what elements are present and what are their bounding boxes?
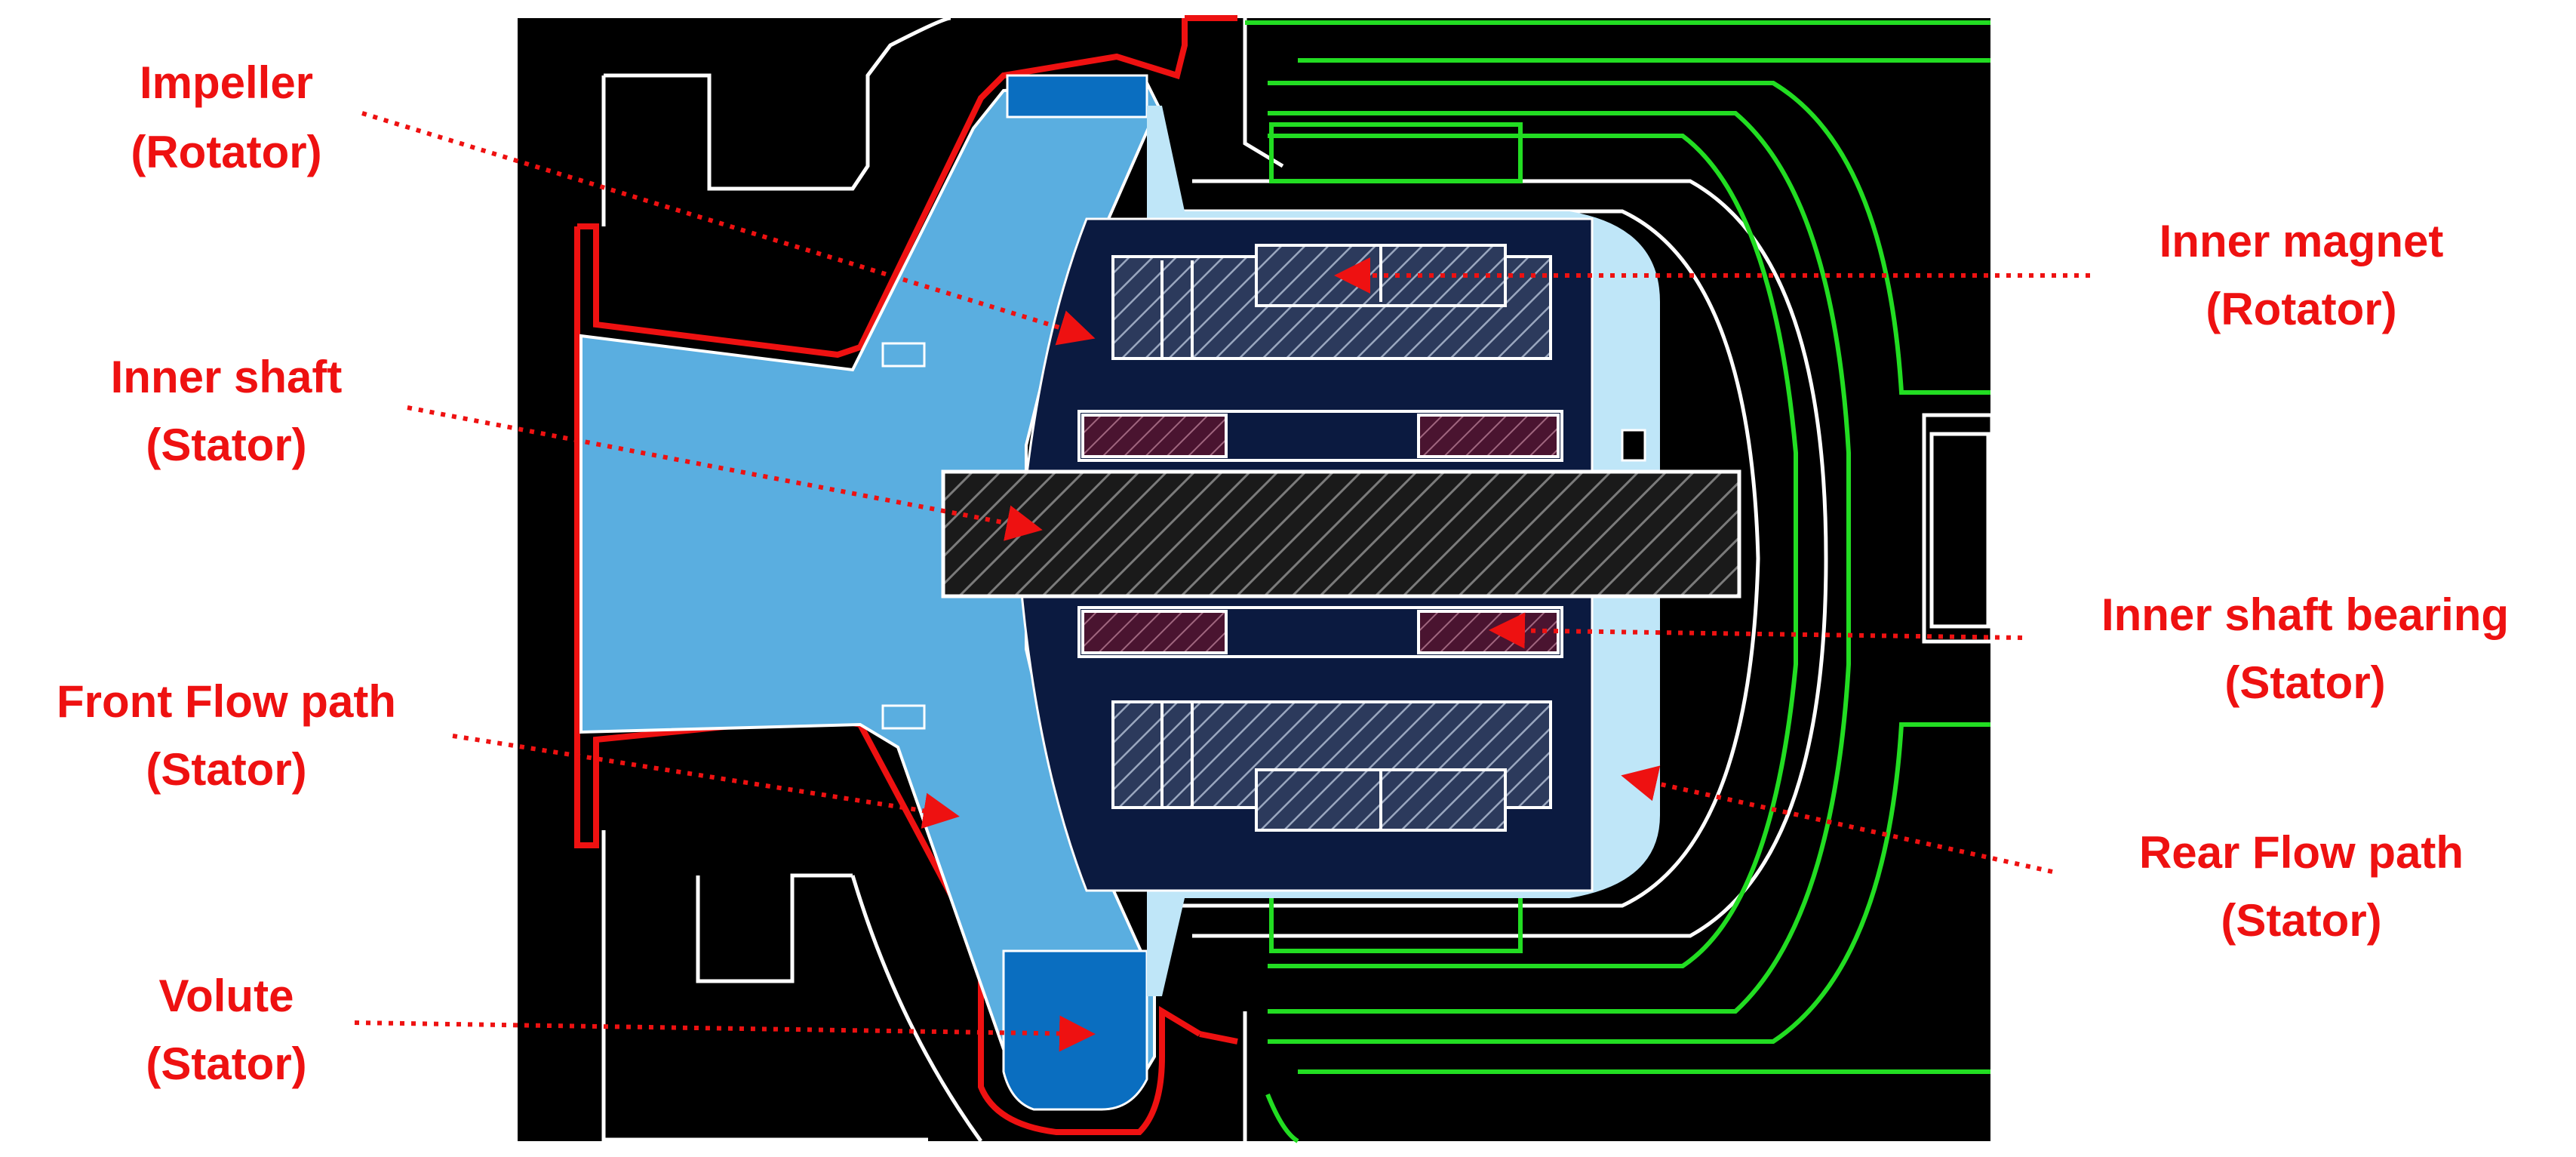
label-front-flow: Front Flow path [57, 676, 396, 727]
leader-volute [354, 1015, 1096, 1052]
label-volute: Volute [159, 971, 294, 1021]
housing-outline [601, 16, 1994, 1143]
inner-magnet-upper [1111, 244, 1552, 360]
label-rear-flow-sub: (Stator) [2221, 895, 2381, 946]
label-impeller-sub: (Rotator) [131, 127, 321, 177]
inner-shaft-bearings [1077, 410, 1563, 658]
inner-shaft [941, 469, 1741, 599]
leader-front-flow [452, 734, 960, 829]
leader-lines [354, 111, 2090, 1052]
label-impeller: Impeller [140, 57, 313, 108]
label-inner-shaft-sub: (Stator) [146, 420, 306, 470]
leader-shaft-bearing [1489, 612, 2023, 649]
component-labels: Impeller (Rotator) Inner shaft (Stator) … [57, 57, 2509, 1089]
label-volute-sub: (Stator) [146, 1039, 306, 1089]
shaft-end-notch [1621, 429, 1646, 462]
label-inner-magnet-sub: (Rotator) [2206, 284, 2396, 334]
leader-rear-flow [1621, 765, 2053, 874]
label-front-flow-sub: (Stator) [146, 744, 306, 795]
label-shaft-bearing-sub: (Stator) [2224, 657, 2385, 708]
label-rear-flow: Rear Flow path [2139, 827, 2464, 878]
leader-inner-shaft [407, 405, 1043, 541]
inner-magnet-lower [1111, 700, 1552, 832]
label-shaft-bearing: Inner shaft bearing [2101, 589, 2509, 640]
label-inner-shaft: Inner shaft [111, 352, 343, 402]
label-inner-magnet: Inner magnet [2159, 216, 2444, 266]
leader-impeller [361, 111, 1096, 346]
seal-details [881, 342, 926, 730]
